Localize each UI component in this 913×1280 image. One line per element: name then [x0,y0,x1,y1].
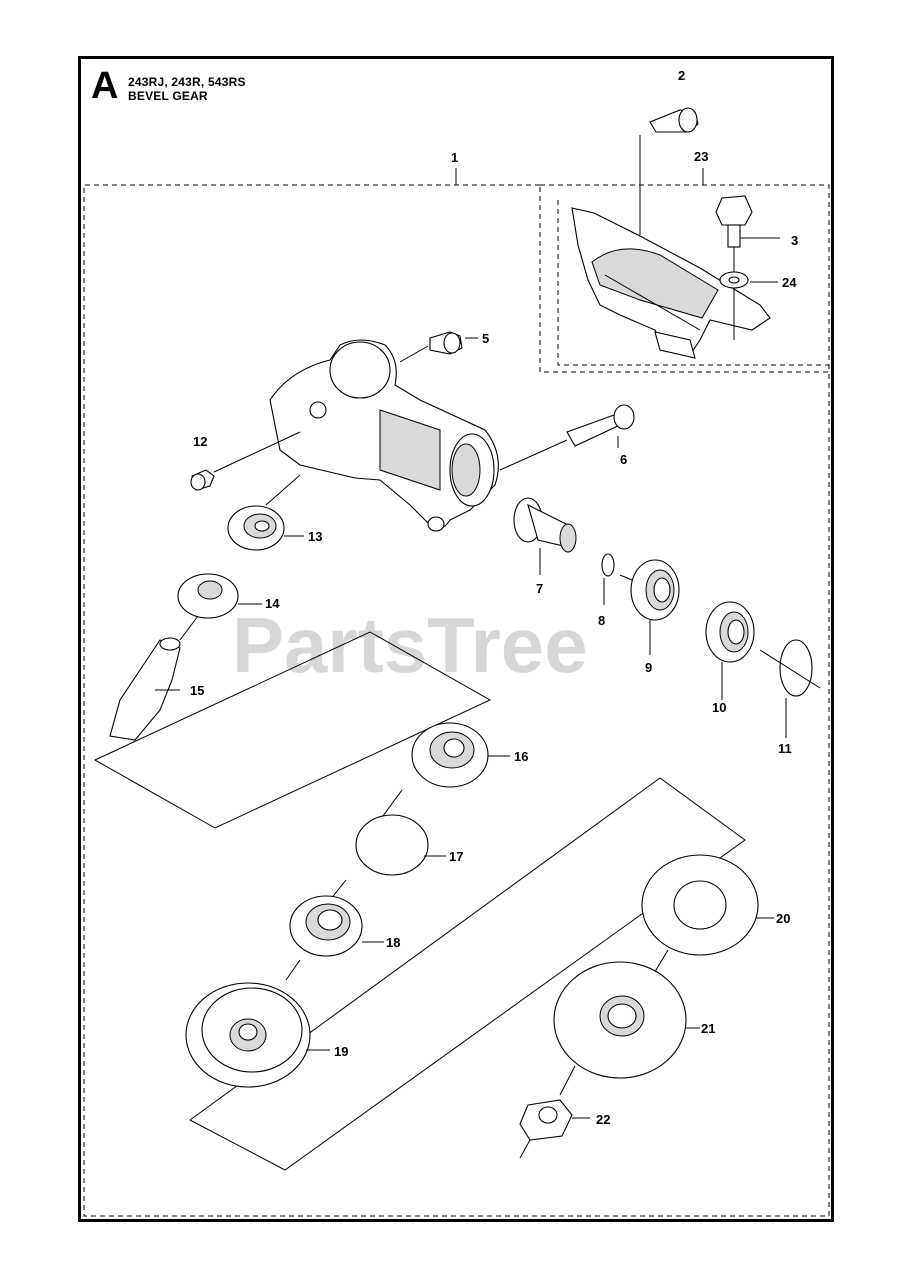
bolt-part [499,404,635,471]
cutter-assembly-outline [189,777,746,1171]
screw-part [639,107,699,235]
callout-3: 3 [791,233,798,248]
circlip-part [329,814,446,901]
shaft-part [109,637,181,741]
circlip-part [601,553,615,605]
bearing-part [705,601,755,700]
callout-17: 17 [449,849,463,864]
diagram-title: BEVEL GEAR [128,89,208,103]
bearing-part [227,474,304,551]
callouts: 1 2 3 5 6 7 8 9 10 11 12 13 14 15 16 17 … [190,68,798,1127]
callout-14: 14 [265,596,280,611]
shaft-assembly-outline [93,631,492,829]
pin-part [715,195,780,340]
callout-24: 24 [782,275,797,290]
callout-5: 5 [482,331,489,346]
callout-12: 12 [193,434,207,449]
housing-part [269,339,499,532]
bearing-part [619,559,680,655]
callout-10: 10 [712,700,726,715]
callout-11: 11 [778,741,792,756]
callout-21: 21 [701,1021,715,1036]
callout-1: 1 [451,150,458,165]
callout-22: 22 [596,1112,610,1127]
washer-part [177,573,262,641]
screw-part [399,331,478,363]
callout-9: 9 [645,660,652,675]
group-23-outline [539,168,830,373]
callout-18: 18 [386,935,400,950]
model-numbers: 243RJ, 243R, 543RS [128,75,246,89]
callout-13: 13 [308,529,322,544]
bushing-part [513,497,577,575]
guard-part [571,207,771,359]
screw-part [190,431,301,491]
watermark: PartsTree [232,601,588,689]
callout-23: 23 [694,149,708,164]
group-1-outline [83,168,830,1217]
callout-2: 2 [678,68,685,83]
callout-19: 19 [334,1044,348,1059]
callout-16: 16 [514,749,528,764]
callout-15: 15 [190,683,204,698]
callout-6: 6 [620,452,627,467]
diagram-frame [78,56,834,1222]
callout-8: 8 [598,613,605,628]
nut-part [519,1099,590,1159]
callout-20: 20 [776,911,790,926]
circlip-part [759,639,821,738]
callout-7: 7 [536,581,543,596]
cup-part [185,982,330,1088]
section-letter: A [91,65,119,107]
bearing-part [379,722,510,821]
seal-part [285,895,384,981]
thrust-washer-part [553,961,700,1096]
washer-part [719,271,778,289]
